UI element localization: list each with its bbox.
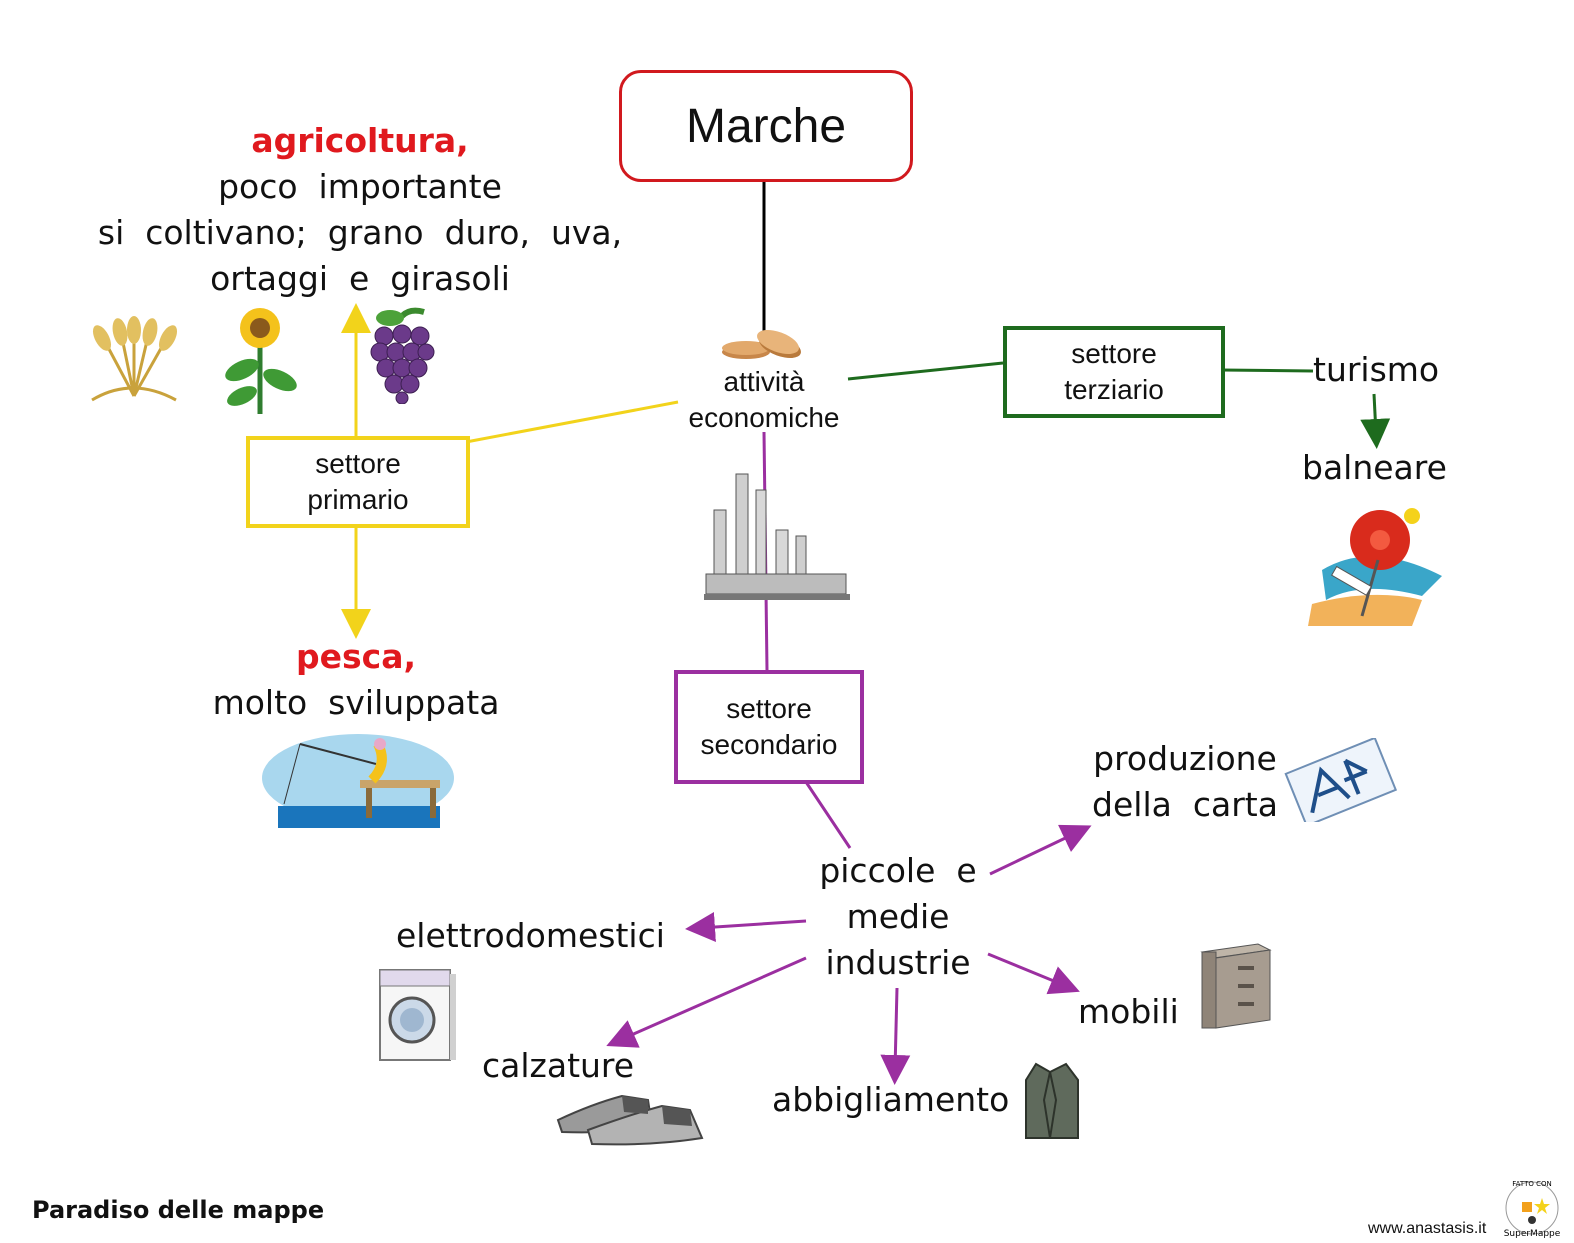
- shoes-icon: [556, 1094, 704, 1146]
- turismo-label: turismo: [1313, 350, 1440, 389]
- wheat-icon: [91, 316, 178, 402]
- factory-icon: [704, 473, 850, 600]
- carta-line1: produzione: [1093, 739, 1277, 778]
- agricoltura-line2: si coltivano; grano duro, uva,: [97, 213, 623, 252]
- elettrodomestici-label: elettrodomestici: [396, 916, 665, 955]
- line-secondario-industrie: [804, 781, 852, 849]
- beach-umbrella-icon: [1308, 508, 1442, 626]
- sunflower-icon: [225, 308, 297, 414]
- settore-primario-box: settore primario: [246, 436, 470, 528]
- industrie-line1: piccole e: [819, 851, 977, 890]
- carta-text: produzione della carta: [1080, 736, 1290, 828]
- balneare-label: balneare: [1302, 448, 1447, 487]
- center-node-line2: economiche: [688, 402, 840, 433]
- arrow-industrie-calzature: [606, 956, 807, 1048]
- grapes-icon: [370, 307, 435, 404]
- agricoltura-heading: agricoltura,: [251, 121, 469, 160]
- carta-line2: della carta: [1092, 785, 1278, 824]
- arrow-industrie-abbigliamento: [880, 987, 911, 1085]
- coins-icon: [722, 329, 801, 359]
- pesca-line1: molto sviluppata: [212, 683, 500, 722]
- agricoltura-line1: poco importante: [218, 167, 502, 206]
- settore-terziario-label: settore terziario: [1064, 338, 1164, 405]
- settore-secondario-label: settore secondario: [700, 693, 838, 760]
- center-node-line1: attività: [723, 366, 805, 397]
- jacket-icon: [1025, 1062, 1079, 1139]
- agricoltura-text: agricoltura, poco importante si coltivan…: [60, 118, 660, 302]
- title-text: Marche: [685, 99, 847, 153]
- arrow-industrie-carta: [989, 824, 1092, 876]
- settore-primario-label: settore primario: [307, 448, 409, 515]
- settore-secondario-box: settore secondario: [674, 670, 864, 784]
- calzature-label: calzature: [482, 1046, 635, 1085]
- center-node: attività economiche: [660, 364, 868, 436]
- industrie-line3: industrie: [825, 943, 971, 982]
- settore-terziario-box: settore terziario: [1003, 326, 1225, 418]
- footer-url[interactable]: www.anastasis.it: [1368, 1220, 1487, 1237]
- drawer-cabinet-icon: [1200, 943, 1272, 1029]
- pesca-heading: pesca,: [295, 637, 416, 676]
- arrow-turismo-balneare: [1360, 393, 1391, 449]
- paper-pad-icon: [1284, 738, 1398, 822]
- title-node: Marche: [619, 70, 913, 182]
- supermappe-badge-icon: FATTO CON SuperMappe: [1504, 1180, 1561, 1239]
- footer-brand: Paradiso delle mappe: [32, 1196, 325, 1224]
- line-terziario-turismo: [1220, 368, 1314, 373]
- arrow-industrie-mobili: [987, 952, 1080, 995]
- industrie-line2: medie: [846, 897, 950, 936]
- fishing-icon: [262, 734, 454, 828]
- mobili-label: mobili: [1078, 992, 1179, 1031]
- line-center-primario: [465, 400, 679, 444]
- industrie-text: piccole e medie industrie: [794, 848, 1002, 986]
- agricoltura-line3: ortaggi e girasoli: [210, 259, 510, 298]
- arrow-industrie-elettrodomestici: [685, 912, 807, 942]
- line-center-terziario: [847, 361, 1004, 381]
- badge-bottom-text: SuperMappe: [1504, 1229, 1561, 1239]
- pesca-text: pesca, molto sviluppata: [156, 634, 556, 726]
- badge-top-text: FATTO CON: [1512, 1180, 1551, 1188]
- washing-machine-icon: [379, 969, 456, 1061]
- abbigliamento-label: abbigliamento: [772, 1080, 1010, 1119]
